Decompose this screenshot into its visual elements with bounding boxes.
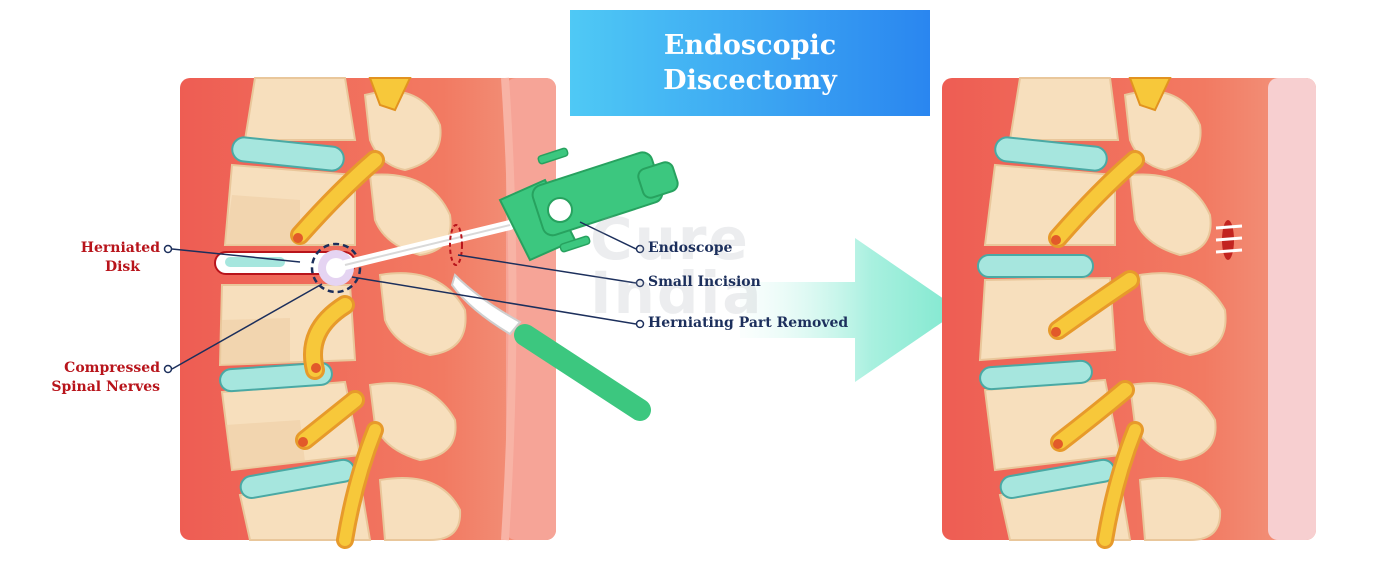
right-spine-panel (942, 77, 1316, 549)
leader-dots (163, 244, 645, 374)
title-banner: Endoscopic Discectomy (570, 10, 930, 116)
title-line-1: Endoscopic (663, 30, 837, 61)
label-compressed-nerves: Compressed Spinal Nerves (40, 359, 160, 397)
label-herniated-disk-line1: Herniated (80, 240, 160, 256)
label-herniating-part-removed: Herniating Part Removed (648, 315, 849, 331)
label-endoscope: Endoscope (648, 240, 733, 256)
label-small-incision: Small Incision (648, 274, 761, 290)
endoscope-tool (340, 147, 679, 270)
label-herniated-disk-line2: Disk (104, 259, 140, 275)
watermark-line-2: India (590, 259, 764, 327)
intervertebral-disks (219, 136, 356, 499)
spinal-nerves (290, 150, 385, 549)
watermark: Cure India (590, 205, 764, 327)
title-line-2: Discectomy (663, 65, 837, 96)
scalpel-tool (450, 273, 651, 421)
label-compressed-line1: Compressed (64, 360, 160, 376)
label-compressed-line2: Spinal Nerves (51, 379, 160, 395)
incision-marker (449, 224, 463, 266)
progress-arrow (740, 238, 960, 382)
spinal-processes (363, 90, 467, 541)
leader-lines (171, 221, 637, 370)
watermark-line-1: Cure (590, 205, 750, 273)
left-spine-panel (180, 77, 556, 549)
label-herniated-disk: Herniated Disk (60, 239, 160, 277)
stitched-incision (1215, 220, 1243, 260)
